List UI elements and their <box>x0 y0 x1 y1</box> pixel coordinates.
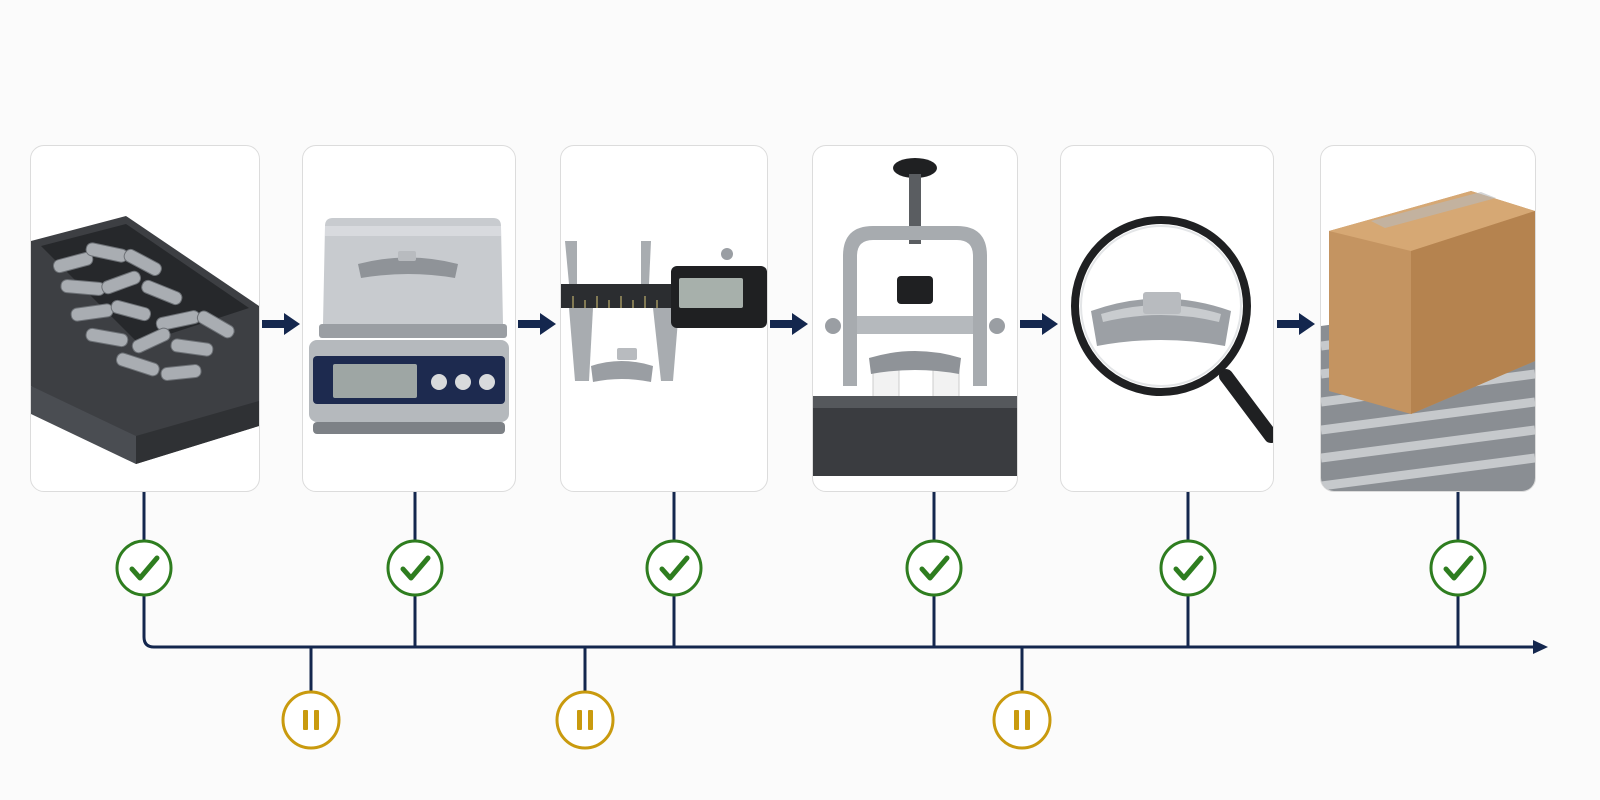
flow-arrow-icon <box>1020 313 1058 335</box>
check-icon <box>1429 539 1487 597</box>
caliper-icon <box>561 241 767 382</box>
check-icon <box>905 539 963 597</box>
step-card-visual-inspection <box>1060 145 1274 492</box>
check-icon <box>115 539 173 597</box>
pause-icon <box>555 690 615 750</box>
check-icon <box>386 539 444 597</box>
pause-icon <box>992 690 1052 750</box>
step-card-dimension-check <box>560 145 768 492</box>
step-card-packaging <box>1320 145 1536 492</box>
step-card-clamp-test <box>812 145 1018 492</box>
magnifier-icon <box>1071 216 1273 443</box>
flow-arrow-icon <box>770 313 808 335</box>
step-card-weighing <box>302 145 516 492</box>
timeline-axis <box>142 492 1548 654</box>
scale-icon <box>309 218 509 434</box>
flow-arrow-icon <box>518 313 556 335</box>
tray-icon <box>31 216 259 464</box>
check-icon <box>1159 539 1217 597</box>
check-icon <box>645 539 703 597</box>
flow-arrow-icon <box>1277 313 1315 335</box>
pause-icon <box>281 690 341 750</box>
step-card-bulk-tray <box>30 145 260 492</box>
box-on-conveyor-icon <box>1321 191 1535 491</box>
clamp-press-icon <box>813 158 1017 476</box>
flow-arrow-icon <box>262 313 300 335</box>
